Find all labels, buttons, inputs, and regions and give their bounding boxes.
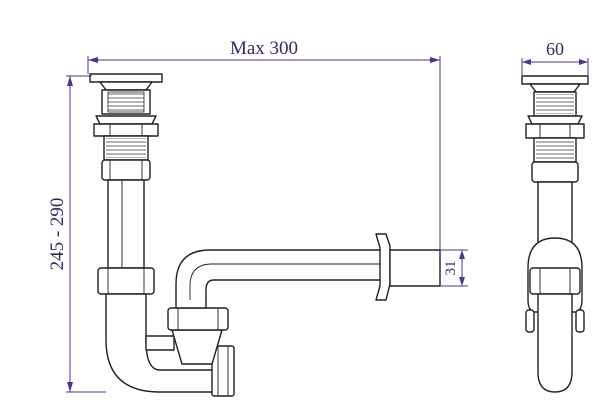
side-lower-coupling: [529, 267, 581, 295]
outlet-tube: [389, 249, 441, 287]
side-u-bend: [537, 293, 573, 393]
dimension-outlet-diameter: 31: [440, 249, 468, 287]
plate-collar: [99, 81, 153, 91]
dimension-side-width: 60: [521, 39, 589, 76]
side-left-lug: [525, 309, 535, 333]
dimension-max-length: Max 300: [87, 38, 441, 250]
bottle-nut: [167, 307, 229, 331]
outlet-diameter-label: 31: [443, 261, 459, 276]
bottom-outlet-nut: [211, 345, 235, 397]
side-plate-collar: [529, 83, 581, 93]
side-connector: [145, 335, 175, 351]
side-right-lug: [575, 309, 585, 333]
side-view: [521, 75, 589, 393]
lower-coupling-nut: [97, 267, 155, 295]
side-drain-plate: [521, 75, 589, 85]
side-large-nut: [525, 123, 585, 139]
side-width-label: 60: [546, 39, 564, 59]
drain-plate: [89, 73, 163, 83]
outlet-bend-pipe: [175, 249, 385, 309]
outlet-flange: [375, 233, 391, 301]
drain-threads: [107, 91, 145, 113]
large-nut-top: [95, 115, 157, 125]
large-nut: [93, 123, 159, 137]
vertical-pipe: [107, 179, 145, 269]
height-range-label: 245 - 290: [47, 198, 68, 271]
side-coupling-nut: [531, 161, 579, 183]
dimension-height: 245 - 290: [47, 75, 106, 393]
coupling-nut: [101, 159, 151, 181]
max-length-label: Max 300: [230, 38, 298, 59]
front-view: [89, 73, 441, 397]
